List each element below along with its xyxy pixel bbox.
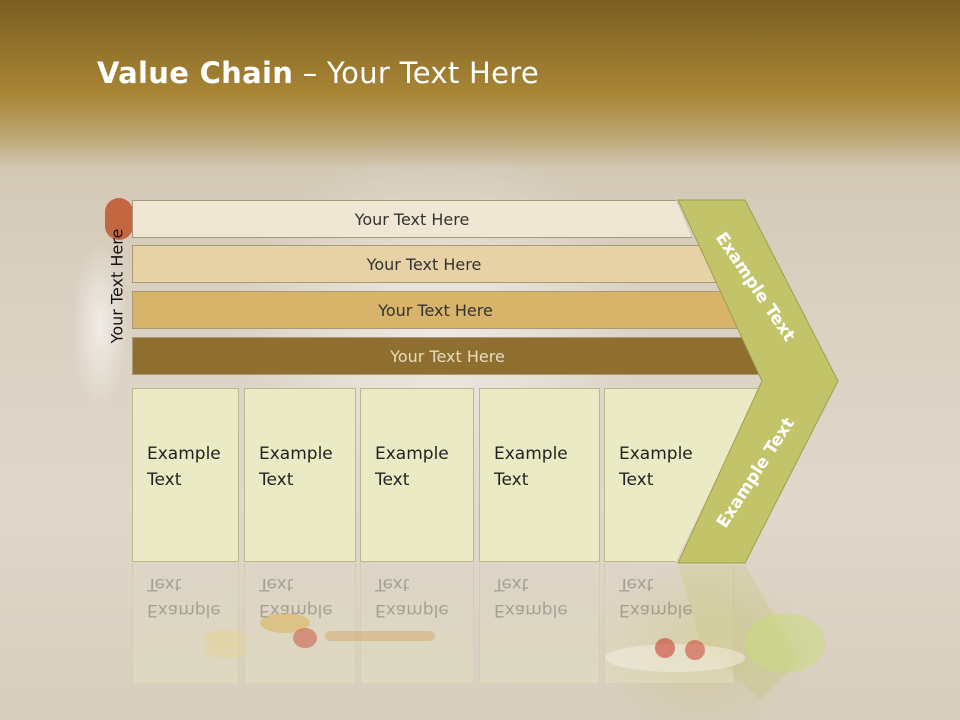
value-bar-2-label: Your Text Here — [366, 254, 482, 274]
card-2-line2: Text — [259, 470, 294, 490]
value-bar-1: Your Text Here — [132, 200, 692, 238]
title-rest: – Your Text Here — [293, 56, 539, 90]
rolling-pin-decoration — [325, 631, 435, 641]
value-bar-4: Your Text Here — [132, 337, 763, 375]
pepper-decoration — [260, 613, 310, 633]
card-1-line2: Text — [147, 470, 182, 490]
card-3-line2: Text — [375, 470, 410, 490]
plate-decoration — [605, 644, 745, 672]
card-5-line2: Text — [619, 470, 654, 490]
plate-stack-decoration — [203, 630, 247, 646]
cherry-tomato-decoration — [655, 638, 675, 658]
food-decoration — [203, 613, 825, 673]
cherry-tomato-decoration-2 — [685, 640, 705, 660]
value-bar-2: Your Text Here — [132, 245, 716, 283]
card-1-line1: Example — [147, 444, 221, 464]
value-bar-3-label: Your Text Here — [378, 300, 493, 320]
card-5-line1: Example — [619, 444, 693, 464]
value-bar-3: Your Text Here — [132, 291, 739, 329]
card-2-line1: Example — [259, 444, 333, 464]
plate-stack-decoration-2 — [203, 642, 247, 658]
lettuce-decoration — [745, 613, 825, 673]
margin-chevron-shape — [677, 199, 839, 564]
tomato-decoration — [293, 628, 317, 648]
value-bar-1-label: Your Text Here — [354, 209, 470, 229]
card-3-line1: Example — [375, 444, 449, 464]
milk-splash-decoration — [60, 195, 140, 455]
value-bar-4-label: Your Text Here — [390, 346, 505, 366]
chef-decoration — [105, 198, 133, 240]
card-4-line2: Text — [494, 470, 529, 490]
title-bold: Value Chain — [97, 56, 294, 90]
card-4-line1: Example — [494, 444, 568, 464]
header-band — [0, 0, 960, 170]
slide-title: Value Chain – Your Text Here — [97, 56, 539, 90]
